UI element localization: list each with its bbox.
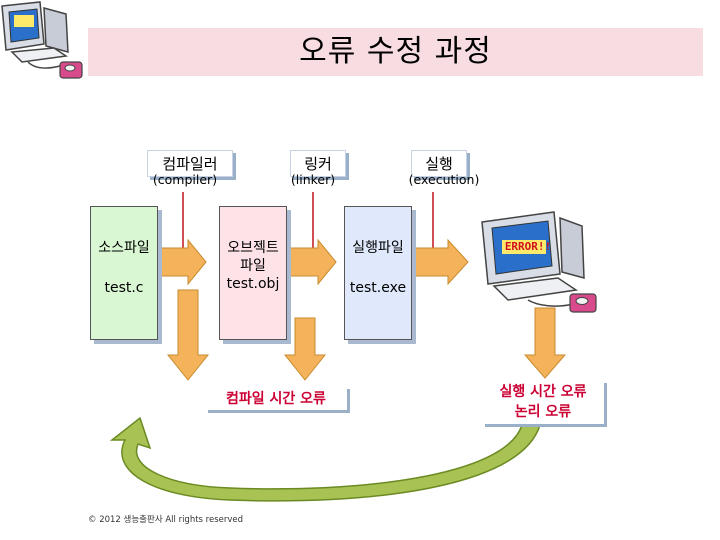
exec-file-name: test.exe [349, 280, 407, 296]
object-file-title-1: 오브젝트 [227, 240, 279, 256]
object-file-title-2: 파일 [240, 258, 266, 274]
title-bar [88, 28, 703, 76]
copyright-footer: © 2012 생능출판사 All rights reserved [88, 515, 244, 525]
stage-sub-linker: (linker) [290, 172, 336, 187]
arrow-runtime-error [523, 307, 567, 379]
computer-icon [1, 1, 83, 79]
runtime-error-line2: 논리 오류 [514, 404, 572, 420]
runtime-error-label: 실행 시간 오류 논리 오류 [482, 380, 604, 424]
stage-sub-execution: (execution) [408, 172, 480, 187]
correction-cycle-arrow [109, 416, 542, 502]
exec-file-doc: 실행파일 test.exe [344, 206, 412, 340]
source-file-name: test.c [104, 280, 144, 296]
arrow-compile-error-1 [166, 289, 210, 381]
page-title: 오류 수정 과정 [299, 34, 492, 69]
object-file-name: test.obj [226, 276, 280, 292]
object-file-doc: 오브젝트 파일 test.obj [219, 206, 287, 340]
arrow-source-to-object [156, 238, 207, 286]
source-file-doc: 소스파일 test.c [90, 206, 158, 340]
exec-file-title: 실행파일 [352, 240, 404, 256]
stage-label-compiler: 컴파일러 [147, 150, 233, 177]
error-screen-text: ERROR!! [504, 240, 552, 253]
source-file-title: 소스파일 [98, 240, 150, 256]
stage-label-execution: 실행 [411, 150, 467, 177]
runtime-error-line1: 실행 시간 오류 [499, 384, 587, 400]
stage-label-linker: 링커 [290, 150, 346, 177]
arrow-object-to-exec [286, 238, 337, 286]
arrow-compile-error-2 [283, 317, 327, 381]
error-computer-icon [481, 211, 597, 313]
stage-sub-compiler: (compiler) [152, 172, 218, 187]
arrow-exec-to-run [409, 238, 469, 286]
compile-error-label: 컴파일 시간 오류 [205, 386, 347, 410]
